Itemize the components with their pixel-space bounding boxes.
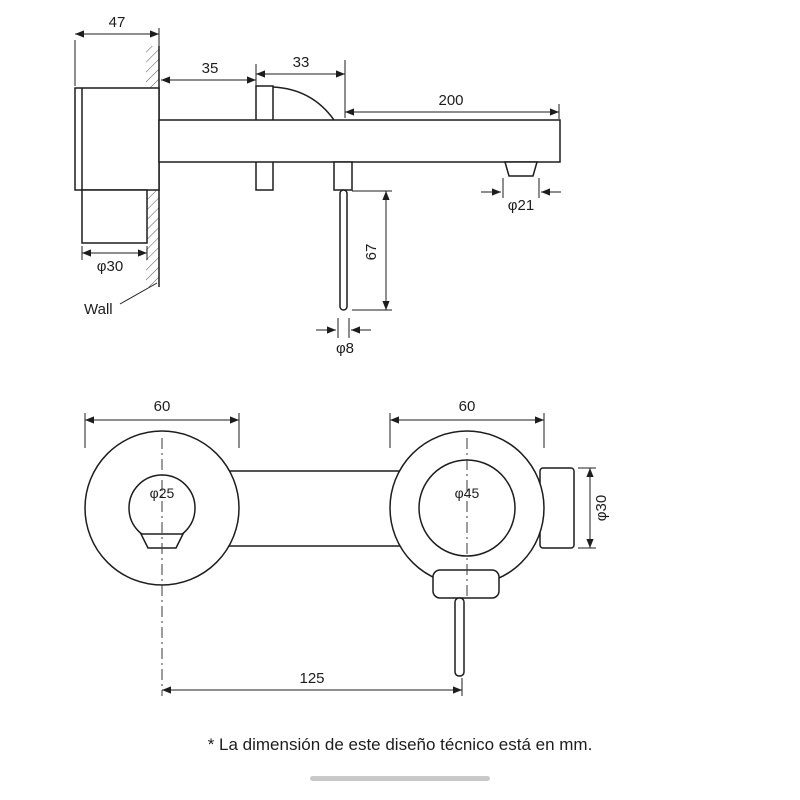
supply-pipe (81, 189, 148, 244)
dim-label-phi21: φ21 (508, 197, 534, 214)
dim-wall-to-handle: 35 (161, 60, 257, 86)
body-bar (229, 470, 400, 547)
handle-rod-side (339, 189, 348, 311)
dim-label-phi30-spout: φ30 (593, 495, 610, 521)
dim-right-escutcheon: 60 (389, 398, 545, 448)
handle-block (333, 161, 353, 191)
dim-wall-depth: 47 (74, 14, 160, 86)
dim-label-phi30-pipe: φ30 (97, 258, 123, 275)
spout-side (158, 119, 561, 163)
dim-left-escutcheon: 60 (84, 398, 240, 448)
bottom-indicator-bar (310, 776, 490, 781)
aerator (504, 161, 538, 177)
front-view: φ25 φ45 60 60 φ30 (84, 398, 610, 696)
dim-label-125: 125 (299, 670, 324, 687)
dim-label-67: 67 (363, 244, 380, 261)
left-handle-tip (139, 533, 185, 549)
dim-aerator-diameter: φ21 (481, 178, 561, 214)
dim-label-47: 47 (109, 14, 126, 31)
dim-pipe-diameter: φ30 (81, 246, 148, 275)
side-view: 47 35 33 200 φ21 (74, 14, 561, 357)
spout-front (539, 467, 575, 549)
dim-label-35: 35 (202, 60, 219, 77)
handle-lever-curve (272, 86, 335, 121)
dim-center-distance: 125 (162, 670, 463, 696)
dim-handle-to-lever: 33 (256, 54, 346, 118)
inwall-body (74, 87, 160, 244)
wall-label: Wall (84, 301, 113, 318)
dim-lever-diameter: φ8 (316, 318, 371, 357)
dim-label-60-left: 60 (154, 398, 171, 415)
right-lever-base (432, 569, 500, 599)
dim-lever-length: 67 (352, 190, 392, 311)
right-lever-rod (454, 597, 465, 677)
wall-callout: Wall (84, 282, 158, 318)
dim-spout-length: 200 (345, 92, 560, 119)
dim-label-phi25: φ25 (150, 485, 175, 501)
dim-label-phi45: φ45 (455, 485, 480, 501)
dim-label-33: 33 (293, 54, 310, 71)
dim-spout-diameter: φ30 (578, 467, 610, 549)
dim-label-phi8: φ8 (336, 340, 354, 357)
units-footnote: * La dimensión de este diseño técnico es… (208, 735, 593, 754)
dim-label-60-right: 60 (459, 398, 476, 415)
dim-label-200: 200 (438, 92, 463, 109)
